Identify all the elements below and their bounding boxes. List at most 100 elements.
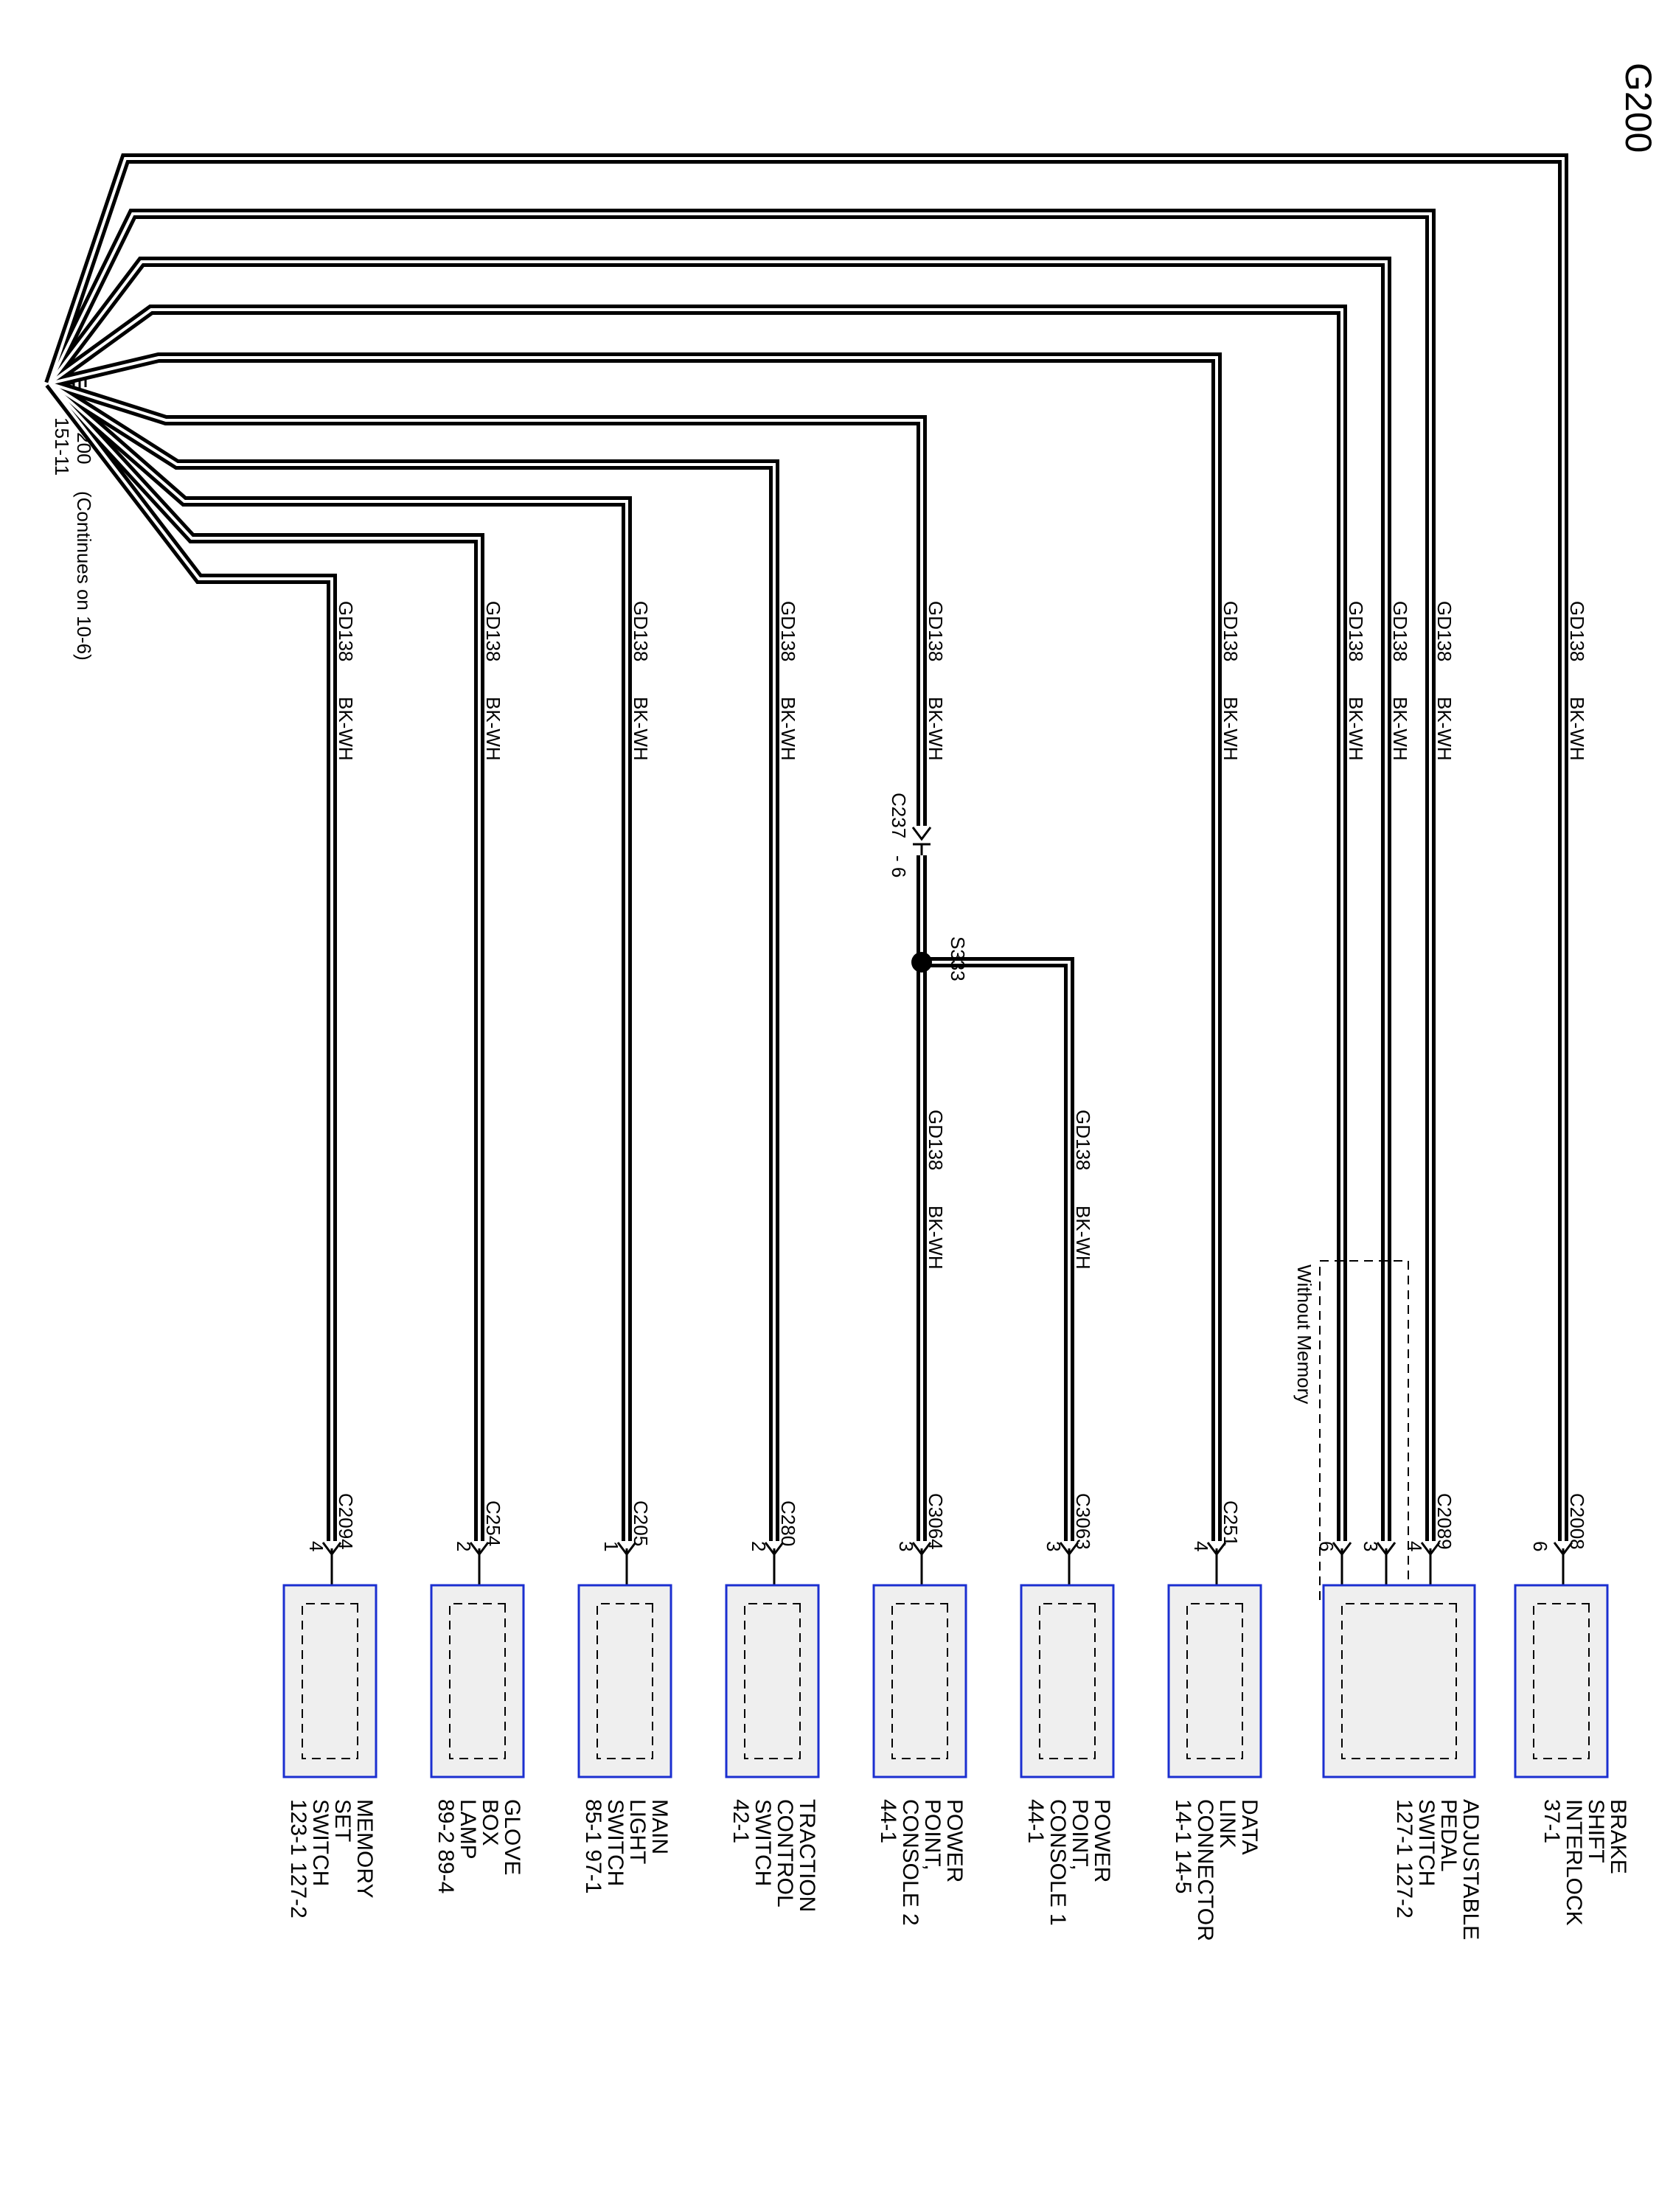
- svg-text:CONSOLE 2: CONSOLE 2: [898, 1799, 922, 1926]
- svg-text:GD138: GD138: [925, 601, 947, 661]
- without-memory-note: Without Memory: [1293, 1265, 1315, 1404]
- svg-text:BK-WH: BK-WH: [482, 697, 504, 761]
- svg-text:4: 4: [1190, 1541, 1212, 1551]
- svg-text:MAIN: MAIN: [647, 1799, 672, 1854]
- svg-text:C3063: C3063: [1072, 1493, 1094, 1550]
- wire-adjustable-pedal-4: [44, 209, 1436, 1541]
- svg-text:TRACTION: TRACTION: [795, 1799, 819, 1912]
- svg-text:SET: SET: [330, 1799, 355, 1842]
- c237-label: C237: [888, 793, 910, 838]
- svg-text:DATA: DATA: [1237, 1799, 1262, 1855]
- svg-text:GD138: GD138: [1072, 1110, 1094, 1170]
- splice-s333-label: S333: [947, 936, 969, 981]
- svg-text:BK-WH: BK-WH: [1220, 697, 1242, 761]
- svg-text:123-1 127-2: 123-1 127-2: [286, 1799, 310, 1919]
- svg-text:CONSOLE 1: CONSOLE 1: [1046, 1799, 1070, 1926]
- svg-text:MEMORY: MEMORY: [352, 1799, 377, 1898]
- svg-text:BK-WH: BK-WH: [1072, 1206, 1094, 1270]
- svg-text:C3064: C3064: [925, 1493, 947, 1550]
- svg-text:2: 2: [748, 1541, 770, 1551]
- ground-continues-note: (Continues on 10-6): [73, 491, 95, 661]
- component-power-point-console-2: [872, 1584, 967, 1778]
- svg-text:BK-WH: BK-WH: [1389, 697, 1411, 761]
- ground-title: G200: [1618, 63, 1659, 153]
- svg-text:BK-WH: BK-WH: [1433, 697, 1455, 761]
- svg-text:GD138: GD138: [777, 601, 799, 661]
- svg-text:LINK: LINK: [1215, 1799, 1239, 1848]
- svg-text:42-1: 42-1: [728, 1799, 753, 1843]
- svg-text:3: 3: [1360, 1541, 1382, 1551]
- svg-text:POINT,: POINT,: [920, 1799, 945, 1871]
- svg-text:85-1 97-1: 85-1 97-1: [581, 1799, 605, 1893]
- wire-glove-box-lamp: [45, 380, 484, 1541]
- ground-ref: 151-11: [51, 417, 73, 476]
- svg-text:POWER: POWER: [942, 1799, 967, 1882]
- svg-text:PEDAL: PEDAL: [1436, 1799, 1461, 1871]
- svg-text:C280: C280: [777, 1500, 799, 1546]
- wire-adjustable-pedal-6: [46, 305, 1347, 1541]
- inline-connector-c237: [911, 826, 933, 855]
- svg-text:GD138: GD138: [1566, 601, 1588, 661]
- wire-power-point-trunk: [47, 378, 927, 962]
- component-memory-set-switch: [282, 1584, 378, 1778]
- svg-text:3: 3: [1043, 1541, 1065, 1551]
- connector-arrows: [321, 1542, 1573, 1604]
- c237-pin-label: - 6: [888, 855, 910, 877]
- svg-text:SWITCH: SWITCH: [751, 1799, 775, 1886]
- wire-labels: GD138 BK-WH GD138 BK-WH GD138 BK-WH GD13…: [335, 601, 1588, 1270]
- svg-text:127-1 127-2: 127-1 127-2: [1392, 1799, 1416, 1919]
- svg-text:1: 1: [600, 1541, 622, 1551]
- svg-text:GD138: GD138: [1220, 601, 1242, 661]
- svg-text:GD138: GD138: [630, 601, 652, 661]
- svg-text:C254: C254: [482, 1500, 504, 1546]
- component-glove-box-lamp: [430, 1584, 525, 1778]
- svg-text:ADJUSTABLE: ADJUSTABLE: [1458, 1799, 1483, 1940]
- svg-text:LAMP: LAMP: [456, 1799, 480, 1860]
- svg-text:44-1: 44-1: [1023, 1799, 1048, 1843]
- pin-labels: 6 4 3 6 4 3 3 2 1 2 4: [305, 1541, 1551, 1551]
- svg-text:GLOVE: GLOVE: [500, 1799, 524, 1875]
- svg-text:GD138: GD138: [1389, 601, 1411, 661]
- svg-text:BK-WH: BK-WH: [925, 1206, 947, 1270]
- svg-text:BRAKE: BRAKE: [1606, 1799, 1630, 1874]
- svg-text:INTERLOCK: INTERLOCK: [1562, 1799, 1586, 1926]
- svg-text:SHIFT: SHIFT: [1584, 1799, 1608, 1863]
- svg-text:POWER: POWER: [1090, 1799, 1114, 1882]
- splice-s333-dot: [911, 952, 932, 973]
- svg-text:3: 3: [895, 1541, 917, 1551]
- svg-text:CONNECTOR: CONNECTOR: [1193, 1799, 1217, 1941]
- svg-text:GD138: GD138: [1433, 601, 1455, 661]
- svg-text:BOX: BOX: [478, 1799, 502, 1846]
- svg-text:C251: C251: [1220, 1500, 1242, 1546]
- svg-text:BK-WH: BK-WH: [335, 697, 357, 761]
- svg-text:SWITCH: SWITCH: [1414, 1799, 1439, 1886]
- svg-text:2: 2: [453, 1541, 475, 1551]
- svg-text:BK-WH: BK-WH: [630, 697, 652, 761]
- connector-labels: C2008 C2089 C251 C3063 C3064 C280 C205 C…: [335, 1493, 1588, 1550]
- svg-text:SWITCH: SWITCH: [603, 1799, 627, 1886]
- svg-text:C2008: C2008: [1566, 1493, 1588, 1550]
- svg-text:89-2 89-4: 89-2 89-4: [434, 1799, 458, 1893]
- svg-text:GD138: GD138: [335, 601, 357, 661]
- svg-text:LIGHT: LIGHT: [625, 1799, 650, 1864]
- svg-text:4: 4: [1404, 1541, 1426, 1551]
- svg-text:SWITCH: SWITCH: [308, 1799, 333, 1886]
- component-data-link-connector: [1167, 1584, 1262, 1778]
- component-power-point-console-1: [1020, 1584, 1115, 1778]
- svg-text:6: 6: [1315, 1541, 1338, 1551]
- svg-text:C2089: C2089: [1433, 1493, 1455, 1550]
- wire-traction-control: [46, 379, 779, 1541]
- svg-text:4: 4: [305, 1541, 327, 1551]
- svg-text:BK-WH: BK-WH: [1566, 697, 1588, 761]
- svg-text:14-1 14-5: 14-1 14-5: [1171, 1799, 1195, 1893]
- wire-bundle: [44, 153, 1568, 1541]
- component-adjustable-pedal-switch: [1322, 1584, 1476, 1778]
- svg-text:GD138: GD138: [1345, 601, 1367, 661]
- svg-text:CONTROL: CONTROL: [773, 1799, 797, 1907]
- wire-brake-shift-interlock: [44, 153, 1568, 1541]
- svg-text:6: 6: [1529, 1541, 1551, 1551]
- component-labels: BRAKE SHIFT INTERLOCK 37-1 ADJUSTABLE PE…: [286, 1799, 1630, 1941]
- svg-text:POINT,: POINT,: [1068, 1799, 1092, 1871]
- wire-adjustable-pedal-3: [45, 257, 1391, 1541]
